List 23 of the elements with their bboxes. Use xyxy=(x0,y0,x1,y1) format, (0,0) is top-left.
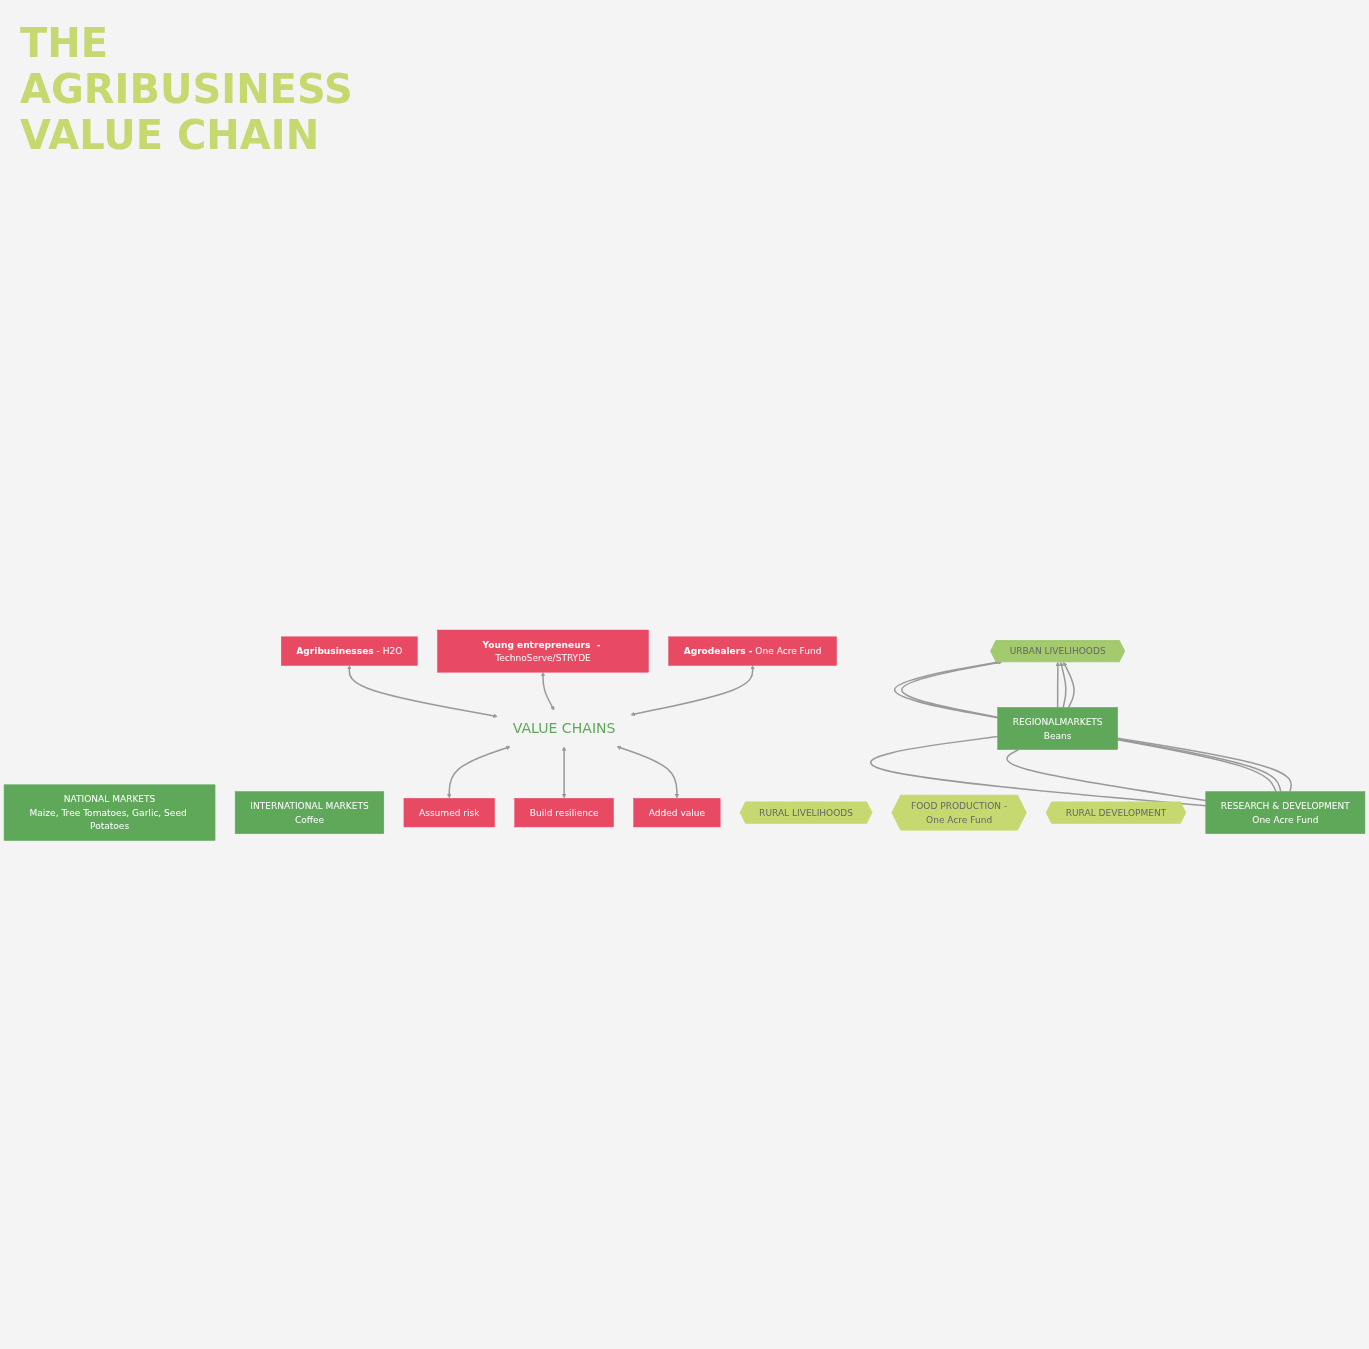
node-box: REGIONALMARKETS Beans xyxy=(997,706,1118,750)
node-box: RESEARCH & DEVELOPMENT One Acre Fund xyxy=(1205,791,1366,834)
node-box: NATIONAL MARKETS Maize, Tree Tomatoes, Garlic, Seed Potatoes xyxy=(3,784,216,841)
arrow xyxy=(1059,661,1067,708)
diagram-title: THE AGRIBUSINESS VALUE CHAIN xyxy=(20,20,354,158)
arrow xyxy=(561,746,567,799)
node-box: Build resilience xyxy=(514,797,614,827)
node-box: INTERNATIONAL MARKETS Coffee xyxy=(234,791,385,834)
arrow xyxy=(1055,661,1061,708)
connector xyxy=(870,735,1207,807)
node-box: Added value xyxy=(633,797,721,827)
arrow xyxy=(347,664,498,718)
node-box: Agrodealers - One Acre Fund xyxy=(668,636,837,666)
arrow xyxy=(1063,661,1075,708)
arrow xyxy=(447,745,511,799)
arrow xyxy=(540,671,555,711)
arrow xyxy=(616,745,680,799)
node-box: Young entrepreneurs - TechnoServe/STRYDE xyxy=(437,629,649,673)
node-box: Agribusinesses - H2O xyxy=(281,636,418,666)
node-text: VALUE CHAINS xyxy=(512,719,616,737)
arrow xyxy=(630,664,755,716)
node-box: Assumed risk xyxy=(403,797,495,827)
connector xyxy=(1006,748,1207,802)
